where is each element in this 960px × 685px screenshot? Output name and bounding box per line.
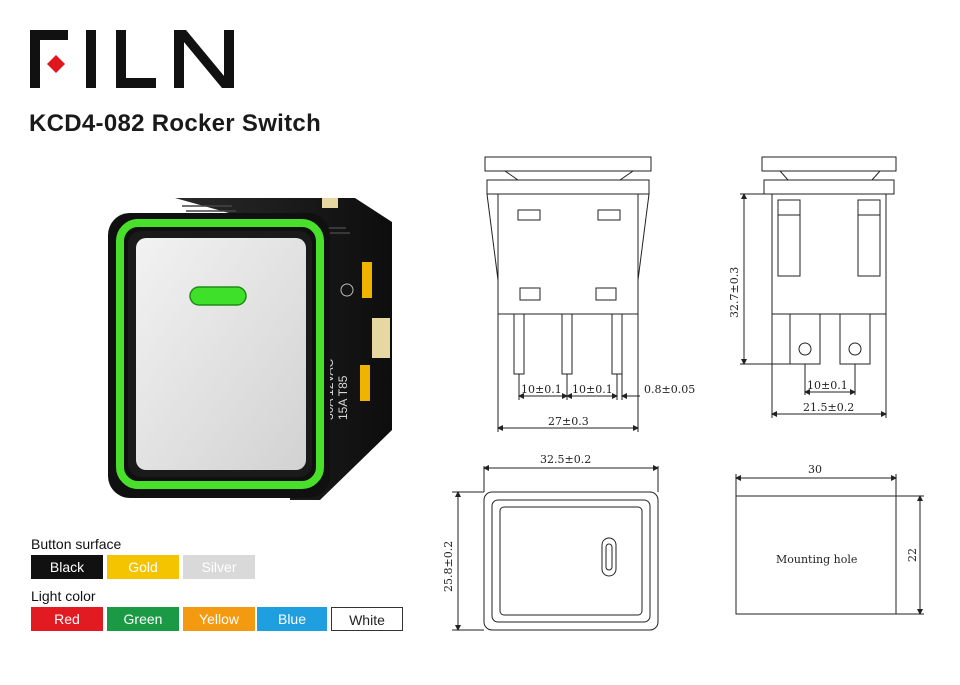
swatch-black[interactable]: Black bbox=[31, 555, 103, 579]
dim-front-pitch-1: 10±0.1 bbox=[521, 383, 562, 396]
dim-pin-thickness: 0.8±0.05 bbox=[644, 383, 695, 396]
marking-line-2: 15A T85 bbox=[336, 375, 350, 420]
filn-logo bbox=[30, 30, 234, 88]
dim-top-height: 25.8±0.2 bbox=[442, 541, 455, 592]
mounting-hole-label: Mounting hole bbox=[776, 553, 857, 566]
dim-front-pitch-2: 10±0.1 bbox=[572, 383, 613, 396]
light-color-label: Light color bbox=[31, 588, 96, 604]
led-indicator-icon bbox=[189, 286, 247, 306]
front-view-drawing bbox=[484, 156, 652, 432]
swatch-red[interactable]: Red bbox=[31, 607, 103, 631]
dim-hole-width: 30 bbox=[808, 463, 822, 476]
dim-side-height: 32.7±0.3 bbox=[728, 267, 741, 318]
swatch-white[interactable]: White bbox=[331, 607, 403, 631]
dim-side-width: 21.5±0.2 bbox=[803, 401, 854, 414]
product-title: KCD4-082 Rocker Switch bbox=[29, 110, 322, 137]
swatch-gold[interactable]: Gold bbox=[107, 555, 179, 579]
swatch-yellow[interactable]: Yellow bbox=[183, 607, 255, 631]
dim-hole-height: 22 bbox=[906, 548, 919, 562]
dim-side-pitch: 10±0.1 bbox=[807, 379, 848, 392]
swatch-silver[interactable]: Silver bbox=[183, 555, 255, 579]
top-view-drawing bbox=[452, 465, 659, 631]
dim-top-width: 32.5±0.2 bbox=[540, 453, 591, 466]
logo-diamond-icon bbox=[47, 55, 65, 73]
switch-photo: 30A 12VAC 15A T85 bbox=[108, 198, 392, 500]
swatch-green[interactable]: Green bbox=[107, 607, 179, 631]
swatch-blue[interactable]: Blue bbox=[257, 607, 327, 631]
dim-front-width: 27±0.3 bbox=[548, 415, 589, 428]
mounting-hole-drawing bbox=[735, 474, 924, 615]
button-surface-label: Button surface bbox=[31, 536, 122, 552]
side-view-drawing bbox=[740, 156, 897, 418]
